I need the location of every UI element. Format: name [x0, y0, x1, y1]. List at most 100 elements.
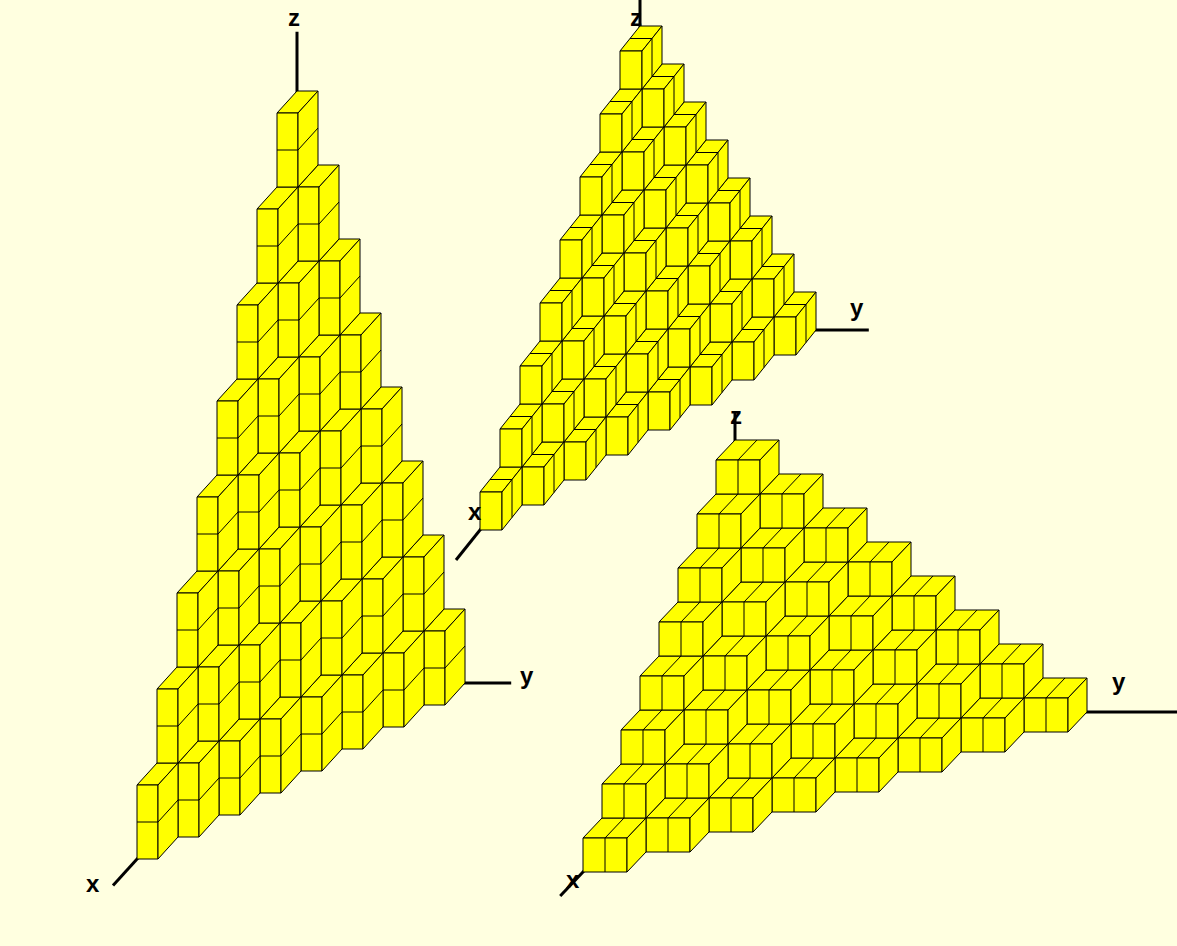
cube-seam	[574, 429, 596, 430]
cube-face	[219, 741, 240, 815]
cube	[157, 667, 198, 763]
cube-face	[363, 653, 383, 749]
cube-face	[404, 631, 424, 727]
cube-face	[602, 152, 622, 215]
cube-face	[624, 253, 646, 291]
cube-seam	[676, 215, 698, 216]
cube-seam	[277, 150, 298, 151]
cube-face	[403, 557, 424, 631]
cube-seam	[700, 317, 701, 355]
cube-seam	[301, 734, 322, 735]
cube-seam	[340, 372, 361, 373]
cube-face	[774, 254, 794, 317]
cube-face	[648, 392, 670, 430]
cube-face	[686, 102, 706, 165]
cube-face	[668, 329, 690, 367]
cube-face	[752, 216, 772, 279]
cube-seam	[424, 572, 444, 594]
cube-face	[258, 283, 278, 379]
cube-face	[218, 571, 239, 645]
cube-face	[1024, 698, 1068, 732]
cube-face	[730, 178, 750, 241]
cube-face	[666, 228, 688, 266]
cube-face	[259, 549, 280, 623]
cube-seam	[594, 329, 595, 367]
cube-seam	[550, 290, 572, 291]
cube-seam	[278, 320, 299, 321]
cube-face	[796, 292, 816, 355]
cube-seam	[320, 468, 341, 469]
cube-face	[580, 177, 602, 215]
cube	[137, 763, 178, 859]
cube-seam	[219, 778, 240, 779]
cube-seam	[590, 164, 612, 165]
cube-seam	[258, 416, 279, 417]
cube-seam	[784, 304, 806, 305]
cube-face	[218, 475, 238, 571]
cube-seam	[322, 712, 342, 734]
cube-face	[898, 738, 942, 772]
cube-seam	[614, 303, 636, 304]
cube-face	[690, 798, 709, 852]
cube	[500, 404, 542, 467]
cube-seam	[259, 586, 280, 587]
cube-seam	[552, 391, 574, 392]
cube-face	[732, 342, 754, 380]
cube-seam	[594, 366, 616, 367]
cube-seam	[794, 778, 795, 812]
cube-face	[279, 453, 300, 527]
cube-face	[560, 240, 582, 278]
cube-seam	[674, 77, 675, 115]
cube-face	[642, 26, 662, 89]
cube-face	[299, 357, 320, 431]
cube-seam	[731, 778, 750, 798]
cube-face	[299, 261, 319, 357]
cube-face	[137, 785, 158, 859]
cube-seam	[362, 520, 382, 542]
cube-face	[666, 165, 686, 228]
cube-seam	[362, 616, 383, 617]
cube-seam	[340, 276, 360, 298]
cube-face	[712, 342, 732, 405]
cube-seam	[403, 498, 423, 520]
cube-face	[522, 404, 542, 467]
cube-face	[158, 763, 178, 859]
cube-seam	[341, 446, 361, 468]
cube-seam	[720, 291, 742, 292]
cube-face	[562, 341, 584, 379]
cube-seam	[592, 265, 614, 266]
cube-face	[445, 609, 465, 705]
cube-face	[319, 165, 339, 261]
cube-face	[690, 367, 712, 405]
cube-face	[321, 601, 342, 675]
cube-face	[341, 505, 362, 579]
cube-seam	[321, 542, 341, 564]
cube-face	[260, 623, 280, 719]
cube-face	[544, 442, 564, 505]
cube-seam	[158, 800, 178, 822]
cube-seam	[278, 224, 298, 246]
cube	[217, 379, 258, 475]
cube-seam	[279, 490, 300, 491]
cube-seam	[197, 534, 218, 535]
cube	[600, 89, 642, 152]
cube-face	[198, 571, 218, 667]
cube-seam	[532, 454, 554, 455]
cube-seam	[383, 594, 403, 616]
cube-seam	[342, 712, 363, 713]
cube-seam	[700, 354, 722, 355]
cube-face	[361, 313, 381, 409]
cube-seam	[298, 128, 318, 150]
cube-seam	[237, 342, 258, 343]
cube-face	[298, 91, 318, 187]
cube-face	[606, 417, 628, 455]
cube-seam	[630, 38, 652, 39]
cube-face	[879, 738, 898, 792]
cube-face	[239, 549, 259, 645]
cube-face	[642, 89, 664, 127]
cube-seam	[260, 660, 280, 682]
cube-seam	[382, 424, 402, 446]
cube-face	[582, 278, 604, 316]
cube-face	[178, 667, 198, 763]
